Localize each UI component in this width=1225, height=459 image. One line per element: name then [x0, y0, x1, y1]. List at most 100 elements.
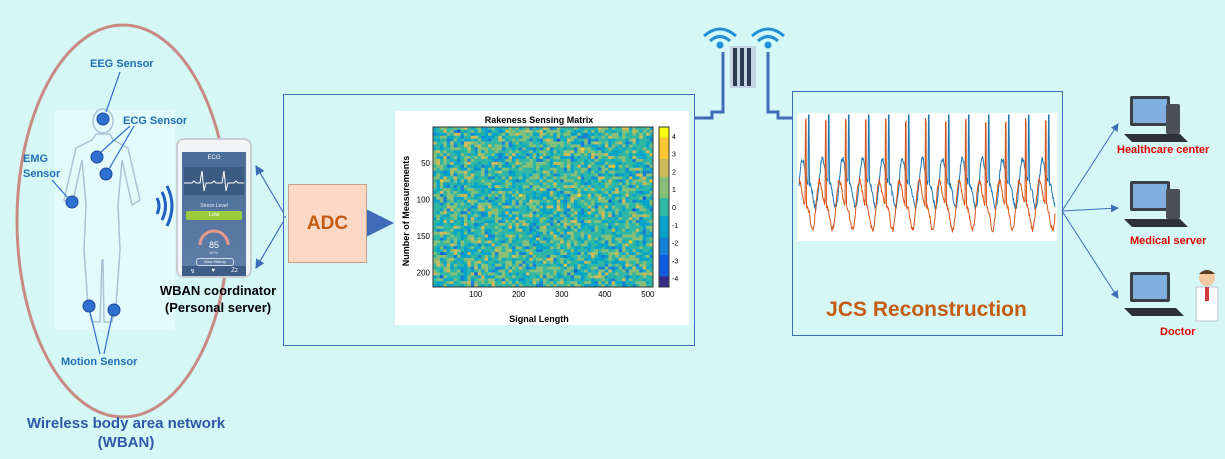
- heatmap-cell: [563, 138, 568, 142]
- heatmap-cell: [570, 243, 575, 247]
- view-history-button[interactable]: View History: [196, 258, 234, 266]
- heatmap-cell: [646, 199, 650, 203]
- heatmap-cell: [536, 159, 540, 163]
- heatmap-cell: [512, 278, 516, 282]
- heatmap-cell: [563, 185, 568, 189]
- heatmap-cell: [494, 188, 499, 192]
- heatmap-cell: [477, 164, 482, 169]
- heatmap-cell: [529, 284, 533, 288]
- heatmap-cell: [604, 260, 609, 265]
- heatmap-cell: [474, 127, 478, 131]
- phone-nav-icon[interactable]: ↯: [190, 268, 196, 275]
- heatmap-cell: [608, 246, 613, 250]
- heatmap-cell: [625, 144, 630, 148]
- heatmap-cell: [642, 237, 647, 241]
- heatmap-cell: [460, 228, 465, 233]
- heatmap-cell: [546, 159, 551, 163]
- heatmap-cell: [443, 211, 448, 215]
- heatmap-cell: [443, 255, 448, 259]
- heatmap-cell: [553, 150, 558, 154]
- heatmap-cell: [491, 234, 496, 238]
- heatmap-cell: [532, 252, 537, 256]
- heatmap-cell: [505, 161, 509, 166]
- heatmap-cell: [642, 164, 647, 169]
- heatmap-cell: [642, 266, 647, 270]
- heatmap-cell: [498, 240, 503, 244]
- heatmap-cell: [604, 199, 609, 203]
- heatmap-cell: [556, 275, 561, 279]
- heatmap-cell: [491, 208, 496, 212]
- heatmap-cell: [498, 127, 503, 131]
- heatmap-cell: [553, 234, 558, 238]
- heatmap-cell: [512, 284, 516, 288]
- heatmap-cell: [494, 217, 499, 221]
- heatmap-cell: [615, 240, 619, 244]
- heatmap-cell: [481, 208, 485, 212]
- colorbar-segment: [659, 166, 669, 171]
- heatmap-cell: [577, 161, 582, 166]
- heatmap-cell: [488, 141, 492, 145]
- heatmap-cell: [470, 153, 475, 157]
- heatmap-cell: [439, 196, 444, 201]
- heatmap-cell: [618, 214, 623, 218]
- heatmap-cell: [543, 141, 547, 145]
- heatmap-cell: [622, 202, 626, 206]
- heatmap-cell: [628, 196, 633, 201]
- heatmap-cell: [560, 269, 564, 273]
- heatmap-cell: [604, 228, 609, 233]
- heatmap-cell: [556, 202, 561, 206]
- heatmap-cell: [443, 144, 448, 148]
- heatmap-cell: [601, 173, 606, 177]
- heatmap-cell: [515, 223, 520, 227]
- heatmap-cell: [443, 252, 448, 256]
- heatmap-cell: [577, 275, 582, 279]
- heatmap-cell: [618, 243, 623, 247]
- heatmap-cell: [529, 144, 533, 148]
- heatmap-cell: [529, 246, 533, 250]
- heatmap-cell: [567, 246, 571, 250]
- heatmap-cell: [632, 208, 637, 212]
- heatmap-cell: [450, 164, 454, 169]
- heatmap-cell: [622, 135, 626, 139]
- sleep-icon[interactable]: Zz: [231, 268, 238, 274]
- colorbar-segment: [659, 244, 669, 249]
- heart-icon[interactable]: ♥: [211, 268, 215, 274]
- heatmap-cell: [604, 269, 609, 273]
- heatmap-cell: [567, 161, 571, 166]
- heatmap-cell: [622, 196, 626, 201]
- heatmap-cell: [560, 217, 564, 221]
- heatmap-cell: [457, 196, 461, 201]
- heatmap-cell: [484, 284, 489, 288]
- heatmap-cell: [611, 205, 616, 209]
- heatmap-cell: [628, 182, 633, 186]
- heatmap-cell: [604, 132, 609, 137]
- heatmap-cell: [618, 237, 623, 241]
- heatmap-cell: [573, 231, 578, 235]
- heatmap-cell: [577, 132, 582, 137]
- heatmap-cell: [518, 272, 523, 276]
- heatmap-cell: [498, 223, 503, 227]
- heatmap-cell: [525, 147, 530, 151]
- heatmap-cell: [474, 240, 478, 244]
- heatmap-cell: [439, 153, 444, 157]
- heatmap-cell: [474, 202, 478, 206]
- heatmap-cell: [536, 173, 540, 177]
- heatmap-cell: [649, 185, 654, 189]
- heatmap-cell: [628, 138, 633, 142]
- heatmap-cell: [639, 263, 643, 267]
- heatmap-cell: [477, 159, 482, 163]
- heatmap-cell: [481, 193, 485, 198]
- heatmap-cell: [573, 275, 578, 279]
- heatmap-cell: [642, 159, 647, 163]
- heatmap-cell: [539, 275, 544, 279]
- heatmap-cell: [632, 217, 637, 221]
- heatmap-cell: [494, 237, 499, 241]
- wireless-signal-icon: [155, 185, 174, 227]
- heatmap-cell: [580, 127, 585, 131]
- heatmap-cell: [646, 173, 650, 177]
- heatmap-cell: [488, 132, 492, 137]
- heatmap-cell: [518, 255, 523, 259]
- heatmap-cell: [611, 159, 616, 163]
- heatmap-cell: [529, 281, 533, 285]
- heatmap-cell: [546, 196, 551, 201]
